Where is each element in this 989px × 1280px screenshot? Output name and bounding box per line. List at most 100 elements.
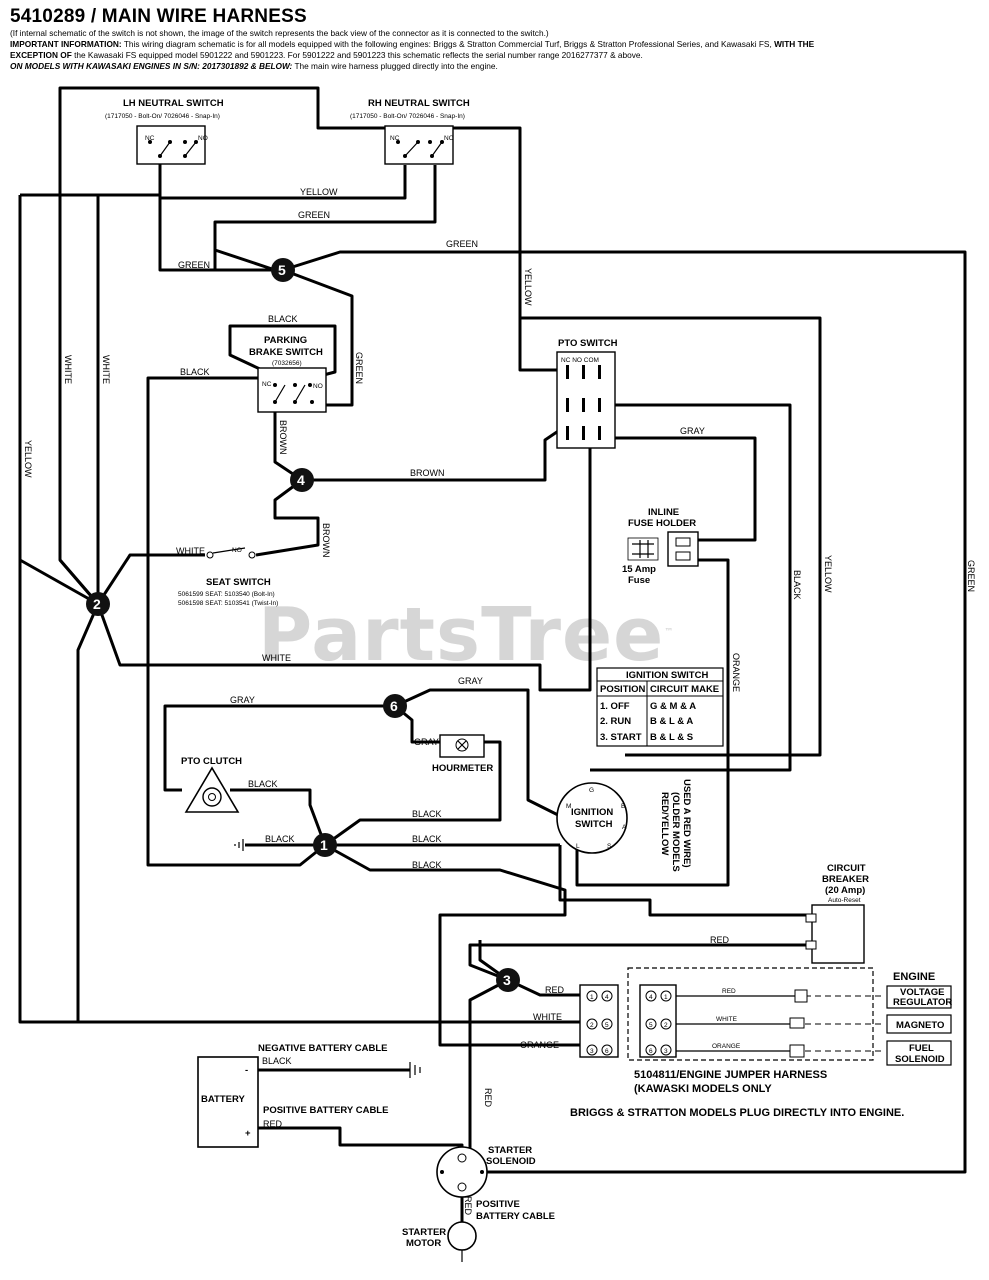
- svg-text:B: B: [621, 803, 625, 810]
- ground-icon: [234, 839, 244, 851]
- svg-text:SWITCH: SWITCH: [575, 819, 613, 830]
- svg-text:STARTER: STARTER: [488, 1145, 532, 1156]
- svg-text:YELLOW: YELLOW: [523, 268, 533, 306]
- svg-text:A: A: [622, 824, 627, 831]
- diagram-title: 5410289 / MAIN WIRE HARNESS: [10, 6, 307, 27]
- starter-motor: STARTER MOTOR: [402, 1221, 477, 1262]
- svg-text:6: 6: [390, 698, 398, 714]
- starter-solenoid: STARTER SOLENOID POSITIVE BATTERY CABLE: [436, 1145, 555, 1222]
- svg-text:RED: RED: [710, 935, 730, 945]
- svg-text:NO: NO: [198, 135, 208, 142]
- seat-switch: NO SEAT SWITCH 5061599 SEAT: 5103540 (Bo…: [178, 547, 278, 607]
- svg-text:B & L & A: B & L & A: [650, 716, 693, 727]
- svg-text:3. START: 3. START: [600, 732, 642, 743]
- svg-text:FUEL: FUEL: [909, 1043, 934, 1054]
- rh-neutral-switch: NC NO RH NEUTRAL SWITCH (1717050 - Bolt-…: [350, 98, 470, 165]
- header-note-2: IMPORTANT INFORMATION: This wiring diagr…: [10, 39, 815, 49]
- hourmeter: HOURMETER: [432, 734, 493, 774]
- svg-text:BLACK: BLACK: [180, 367, 210, 377]
- svg-text:BATTERY: BATTERY: [201, 1094, 245, 1105]
- jumper-harness-label: 5104811/ENGINE JUMPER HARNESS: [634, 1069, 827, 1081]
- ignition-switch-table: IGNITION SWITCH POSITION CIRCUIT MAKE 1.…: [596, 667, 724, 747]
- svg-text:POSITIVE BATTERY CABLE: POSITIVE BATTERY CABLE: [263, 1105, 388, 1116]
- svg-text:RED: RED: [483, 1088, 493, 1108]
- pto-clutch: PTO CLUTCH: [181, 756, 242, 813]
- pto-clutch-label: PTO CLUTCH: [181, 756, 242, 767]
- svg-text:6: 6: [605, 1048, 609, 1055]
- svg-text:1. OFF: 1. OFF: [600, 701, 630, 712]
- svg-text:FUSE HOLDER: FUSE HOLDER: [628, 518, 696, 529]
- svg-text:GRAY: GRAY: [230, 695, 255, 705]
- inline-fuse-holder: INLINE FUSE HOLDER 15 Amp Fuse: [622, 507, 699, 586]
- svg-text:NO: NO: [444, 135, 454, 142]
- svg-text:B & L & S: B & L & S: [650, 732, 693, 743]
- svg-text:MOTOR: MOTOR: [406, 1238, 441, 1249]
- seat-switch-label: SEAT SWITCH: [206, 577, 271, 588]
- svg-text:WHITE: WHITE: [176, 546, 205, 556]
- svg-text:NC NO COM: NC NO COM: [561, 357, 599, 364]
- svg-text:GRAY: GRAY: [680, 426, 705, 436]
- svg-text:WHITE: WHITE: [63, 355, 73, 384]
- svg-text:1: 1: [664, 994, 668, 1001]
- svg-text:BLACK: BLACK: [412, 809, 442, 819]
- svg-text:GREEN: GREEN: [354, 352, 364, 384]
- svg-text:WHITE: WHITE: [262, 653, 291, 663]
- svg-text:SOLENOID: SOLENOID: [486, 1156, 536, 1167]
- svg-text:GRAY: GRAY: [414, 737, 439, 747]
- svg-text:(KAWASKI MODELS ONLY: (KAWASKI MODELS ONLY: [634, 1083, 772, 1095]
- svg-text:BLACK: BLACK: [262, 1056, 292, 1066]
- svg-text:BLACK: BLACK: [412, 834, 442, 844]
- svg-text:POSITIVE: POSITIVE: [476, 1199, 520, 1210]
- wire-labels: YELLOW GREEN GREEN GREEN BLACK BLACK BRO…: [23, 187, 976, 1216]
- svg-text:2: 2: [93, 596, 101, 612]
- svg-text:ENGINE: ENGINE: [893, 971, 935, 983]
- svg-text:MAGNETO: MAGNETO: [896, 1020, 944, 1031]
- svg-text:BLACK: BLACK: [248, 779, 278, 789]
- svg-text:4: 4: [605, 994, 609, 1001]
- ignition-switch: IGNITION SWITCH G B A S M L RED/YELLOW (…: [556, 779, 692, 872]
- rh-neutral-switch-label: RH NEUTRAL SWITCH: [368, 98, 470, 109]
- svg-text:STARTER: STARTER: [402, 1227, 446, 1238]
- svg-text:5061598 SEAT: 5103541 (Twist-I: 5061598 SEAT: 5103541 (Twist-In): [178, 600, 278, 607]
- pto-switch-label: PTO SWITCH: [558, 338, 618, 349]
- header-note-3: EXCEPTION OF the Kawasaki FS equipped mo…: [10, 50, 643, 60]
- svg-text:CIRCUIT: CIRCUIT: [827, 863, 866, 874]
- svg-text:USED A RED WIRE): USED A RED WIRE): [681, 779, 692, 868]
- svg-text:BLACK: BLACK: [792, 570, 802, 600]
- battery: BATTERY - + NEGATIVE BATTERY CABLE BLACK…: [197, 1043, 421, 1148]
- svg-text:BLACK: BLACK: [268, 314, 298, 324]
- parking-brake-switch: NC NO PARKING BRAKE SWITCH (7032656): [249, 335, 327, 413]
- svg-text:(1717050 - Bolt-On/ 7026046 -: (1717050 - Bolt-On/ 7026046 - Snap-In): [350, 113, 465, 120]
- svg-text:5: 5: [605, 1022, 609, 1029]
- svg-text:NO: NO: [313, 383, 323, 390]
- svg-text:WHITE: WHITE: [101, 355, 111, 384]
- svg-text:ORANGE: ORANGE: [712, 1043, 741, 1050]
- svg-text:5061599 SEAT: 5103540 (Bolt-In: 5061599 SEAT: 5103540 (Bolt-In): [178, 591, 275, 598]
- svg-text:NEGATIVE BATTERY CABLE: NEGATIVE BATTERY CABLE: [258, 1043, 388, 1054]
- svg-text:2: 2: [590, 1022, 594, 1029]
- svg-text:WHITE: WHITE: [533, 1012, 562, 1022]
- header-note-4: ON MODELS WITH KAWASAKI ENGINES IN S/N: …: [10, 61, 498, 71]
- diagram-header: 5410289 / MAIN WIRE HARNESS (If internal…: [10, 6, 980, 72]
- svg-text:REGULATOR: REGULATOR: [893, 997, 952, 1008]
- svg-text:2: 2: [664, 1022, 668, 1029]
- svg-text:4: 4: [297, 472, 305, 488]
- svg-text:(20 Amp): (20 Amp): [825, 885, 865, 896]
- svg-text:5: 5: [278, 262, 286, 278]
- svg-text:1: 1: [590, 994, 594, 1001]
- svg-text:NC: NC: [145, 135, 155, 142]
- engine-components: ENGINE VOLTAGE REGULATOR MAGNETO FUEL SO…: [886, 971, 952, 1066]
- svg-text:Auto-Reset: Auto-Reset: [828, 897, 861, 904]
- svg-text:3: 3: [590, 1048, 594, 1055]
- main-connector: 1 4 2 5 3 6: [579, 984, 619, 1058]
- svg-text:6: 6: [649, 1048, 653, 1055]
- svg-text:NC: NC: [390, 135, 400, 142]
- svg-text:S: S: [607, 843, 612, 850]
- svg-text:GREEN: GREEN: [298, 210, 330, 220]
- svg-text:RED/YELLOW: RED/YELLOW: [659, 792, 670, 855]
- svg-text:GREEN: GREEN: [446, 239, 478, 249]
- svg-text:(1717050 - Bolt-On/ 7026046 -: (1717050 - Bolt-On/ 7026046 - Snap-In): [105, 113, 220, 120]
- svg-text:YELLOW: YELLOW: [823, 555, 833, 593]
- svg-text:1: 1: [320, 837, 328, 853]
